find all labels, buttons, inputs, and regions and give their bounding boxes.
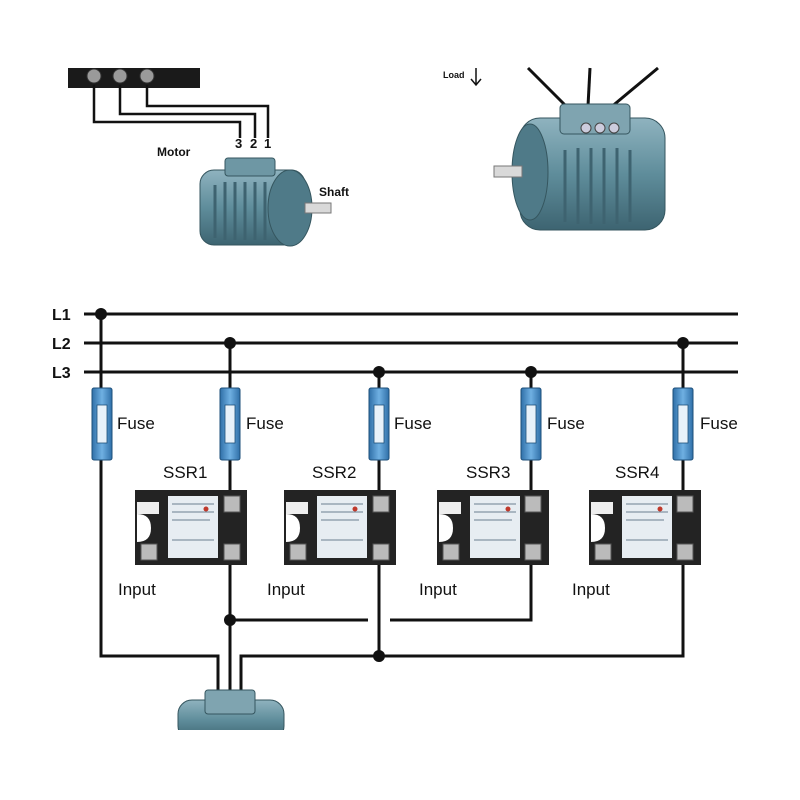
ssr-input-label: Input xyxy=(572,580,610,599)
motor-label: Motor xyxy=(157,145,191,159)
line-label-l2: L2 xyxy=(52,336,71,353)
fuse-3: Fuse xyxy=(368,387,432,461)
terminal-block xyxy=(68,68,200,88)
ssr-4: SSR4 Input xyxy=(572,463,701,599)
branch-wire xyxy=(239,565,381,700)
terminal-number: 2 xyxy=(250,136,257,151)
fuse-2: Fuse xyxy=(219,387,284,461)
arrow-down-icon xyxy=(470,68,482,87)
motor-icon xyxy=(493,103,666,231)
terminal-screw xyxy=(112,68,128,84)
terminal-screw xyxy=(139,68,155,84)
load-label: Load xyxy=(443,70,465,80)
junction-dot xyxy=(95,308,107,320)
ssr-input-label: Input xyxy=(419,580,457,599)
junction-dot xyxy=(373,366,385,378)
terminal-wire xyxy=(145,85,270,138)
branch-wire xyxy=(390,565,533,622)
terminal-wire xyxy=(92,85,242,138)
branch-wires xyxy=(99,314,685,700)
supply-wire xyxy=(586,67,592,107)
ssr-1: SSR1 Input xyxy=(118,463,247,599)
branch-wire xyxy=(99,460,220,700)
fuse-1: Fuse xyxy=(91,387,155,461)
terminal-number: 1 xyxy=(264,136,271,151)
fuse-label: Fuse xyxy=(117,414,155,433)
fuse-5: Fuse xyxy=(672,387,738,461)
junction-dot xyxy=(224,614,236,626)
fuse-label: Fuse xyxy=(700,414,738,433)
ssr-input-label: Input xyxy=(267,580,305,599)
branch-wire xyxy=(379,565,685,658)
top-left-motor-group: 3 2 1 Motor Shaft xyxy=(68,68,349,247)
terminal-screw xyxy=(86,68,102,84)
terminal-number: 3 xyxy=(235,136,242,151)
ssr-3: SSR3 Input xyxy=(419,463,549,599)
terminal-wire xyxy=(118,85,257,138)
ssr-input-label: Input xyxy=(118,580,156,599)
supply-wire xyxy=(609,66,659,110)
fuse-label: Fuse xyxy=(246,414,284,433)
ssr-name: SSR3 xyxy=(466,463,510,482)
ssr-2: SSR2 Input xyxy=(267,463,396,599)
ssr-name: SSR1 xyxy=(163,463,207,482)
junction-dots xyxy=(95,308,689,662)
fuse-label: Fuse xyxy=(547,414,585,433)
junction-dot xyxy=(373,650,385,662)
fuses: Fuse Fuse Fuse Fuse Fuse xyxy=(91,387,738,461)
supply-wire xyxy=(526,66,570,110)
ssr-modules: SSR1 Input SSR2 Input xyxy=(118,463,701,599)
ssr-name: SSR2 xyxy=(312,463,356,482)
ssr-name: SSR4 xyxy=(615,463,659,482)
line-label-l3: L3 xyxy=(52,365,71,382)
junction-dot xyxy=(525,366,537,378)
junction-dot xyxy=(224,337,236,349)
bottom-motor-icon xyxy=(0,689,800,800)
fuse-label: Fuse xyxy=(394,414,432,433)
fuse-4: Fuse xyxy=(520,387,585,461)
power-lines: L1 L2 L3 xyxy=(52,307,738,382)
line-label-l1: L1 xyxy=(52,307,71,324)
shaft-label: Shaft xyxy=(319,185,349,199)
motor-icon xyxy=(199,157,332,247)
top-right-motor-group: Load xyxy=(443,66,666,231)
junction-dot xyxy=(677,337,689,349)
